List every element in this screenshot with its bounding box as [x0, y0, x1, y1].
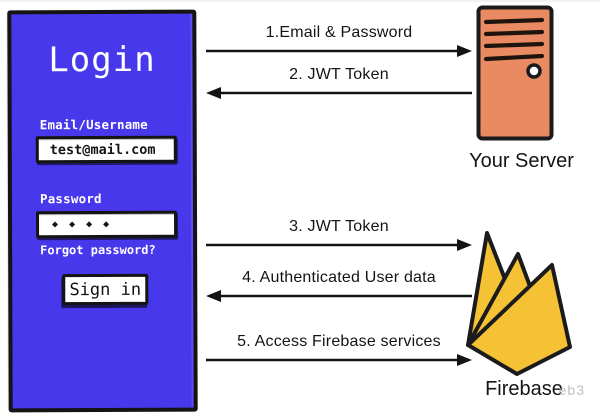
- arrow-right-icon: [206, 45, 472, 57]
- watermark-text: eb3: [558, 382, 585, 398]
- arrow-left-icon: [206, 290, 472, 302]
- server-icon: [476, 5, 554, 141]
- firebase-icon: [466, 231, 572, 376]
- flow-jwt-token-return: 2. JWT Token: [205, 66, 473, 100]
- password-input[interactable]: ◆◆◆◆: [36, 210, 178, 239]
- arrow-right-icon: [206, 354, 472, 366]
- password-label: Password: [39, 191, 102, 207]
- password-input-value: ◆◆◆◆: [52, 218, 121, 231]
- server-label: Your Server: [469, 150, 574, 172]
- firebase-label: Firebase eb3: [453, 378, 595, 401]
- login-title: Login: [48, 39, 156, 81]
- email-input[interactable]: test@mail.com: [35, 135, 177, 164]
- sign-in-button[interactable]: Sign in: [62, 273, 149, 306]
- arrow-left-icon: [206, 87, 472, 99]
- email-input-value: test@mail.com: [49, 141, 156, 158]
- login-panel: Login Email/Username test@mail.com Passw…: [7, 9, 198, 413]
- forgot-password-link[interactable]: Forgot password?: [40, 242, 156, 258]
- flow-jwt-token-send: 3. JWT Token: [205, 218, 473, 252]
- flow-email-password-label: 1.Email & Password: [265, 24, 413, 41]
- flow-access-firebase-services-label: 5. Access Firebase services: [237, 333, 441, 350]
- email-label: Email/Username: [39, 116, 148, 133]
- arrow-right-icon: [206, 239, 472, 251]
- flow-authenticated-user-data: 4. Authenticated User data: [205, 269, 473, 303]
- flow-authenticated-user-data-label: 4. Authenticated User data: [242, 269, 436, 286]
- firebase-label-text: Firebase: [485, 378, 563, 400]
- flow-jwt-token-return-label: 2. JWT Token: [289, 66, 389, 83]
- flow-jwt-token-send-label: 3. JWT Token: [289, 218, 389, 235]
- flow-access-firebase-services: 5. Access Firebase services: [205, 333, 473, 367]
- flow-email-password: 1.Email & Password: [205, 24, 473, 58]
